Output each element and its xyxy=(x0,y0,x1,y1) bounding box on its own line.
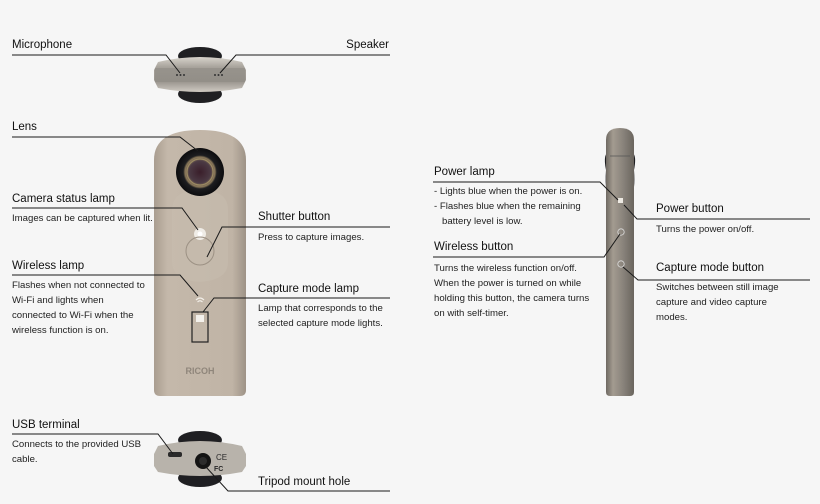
front-view-camera: RICOH xyxy=(154,130,246,396)
label-power-lamp: Power lamp xyxy=(434,166,495,178)
desc-capture-mode-lamp: Lamp that corresponds to the selected ca… xyxy=(258,303,383,329)
label-capture-mode-lamp: Capture mode lamp xyxy=(258,283,359,295)
desc-power-button: Turns the power on/off. xyxy=(656,224,755,235)
top-view-camera xyxy=(154,47,246,103)
desc-shutter-button: Press to capture images. xyxy=(258,232,365,243)
label-speaker: Speaker xyxy=(346,39,389,51)
desc-wireless-lamp: Flashes when not connected to Wi-Fi and … xyxy=(12,280,145,336)
svg-text:CE: CE xyxy=(216,453,227,462)
svg-text:FC: FC xyxy=(214,466,223,473)
label-power-button: Power button xyxy=(656,203,724,215)
label-lens: Lens xyxy=(12,121,37,133)
label-tripod-mount-hole: Tripod mount hole xyxy=(258,476,351,488)
label-camera-status-lamp: Camera status lamp xyxy=(12,193,115,205)
power-lamp-bullet-1: - Lights blue when the power is on. xyxy=(434,186,583,197)
label-wireless-lamp: Wireless lamp xyxy=(12,260,85,272)
bottom-view-camera: CE FC xyxy=(154,431,246,487)
desc-wireless-button: Turns the wireless function on/off. When… xyxy=(434,263,590,319)
desc-capture-mode-button: Switches between still image capture and… xyxy=(656,282,779,323)
label-capture-mode-button: Capture mode button xyxy=(656,262,765,274)
desc-usb-terminal: Connects to the provided USB cable. xyxy=(12,439,142,465)
desc-camera-status-lamp: Images can be captured when lit. xyxy=(12,213,153,224)
label-microphone: Microphone xyxy=(12,39,73,51)
brand-logo: RICOH xyxy=(186,366,215,376)
power-lamp-bullet-2: - Flashes blue when the remaining batter… xyxy=(434,201,581,227)
label-shutter-button: Shutter button xyxy=(258,211,331,223)
label-usb-terminal: USB terminal xyxy=(12,419,80,431)
desc-power-lamp: - Lights blue when the power is on. - Fl… xyxy=(434,184,599,229)
side-view-camera xyxy=(604,128,636,396)
label-wireless-button: Wireless button xyxy=(434,241,514,253)
